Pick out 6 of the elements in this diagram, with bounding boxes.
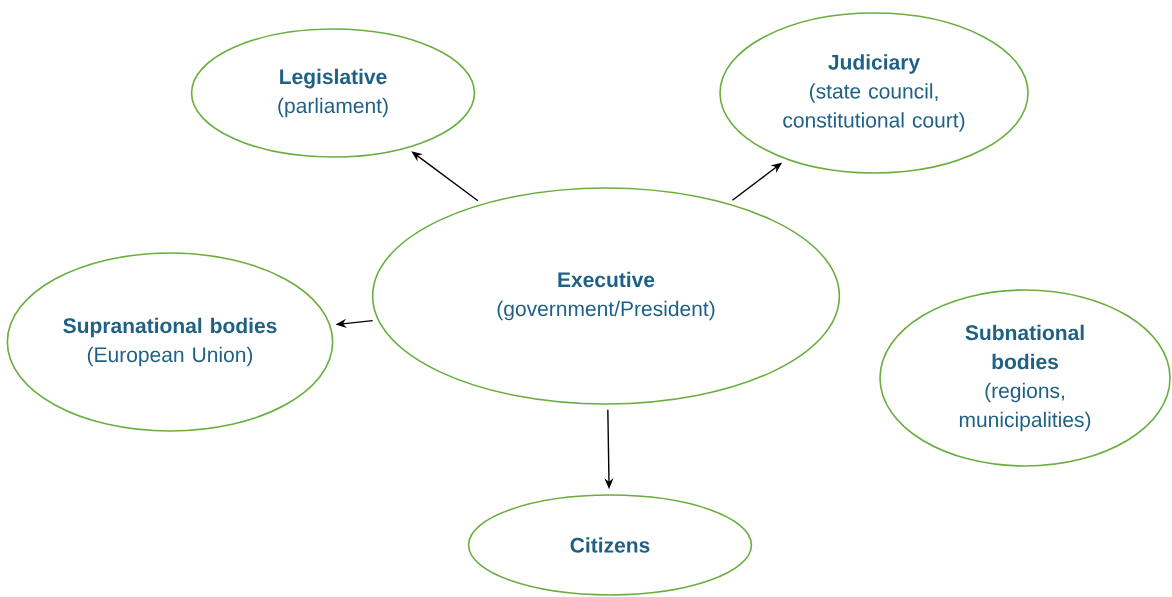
oval-node: Citizens xyxy=(467,494,753,596)
oval-node: Executive (government/President) xyxy=(371,187,841,405)
oval-node: Judiciary (state council, constitutional court) xyxy=(719,12,1029,174)
oval-node: Supranational bodies (European Union) xyxy=(6,252,334,432)
oval-node: Subnational bodies (regions, municipalities) xyxy=(879,289,1171,467)
oval-node: Legislative (parliament) xyxy=(190,28,476,158)
